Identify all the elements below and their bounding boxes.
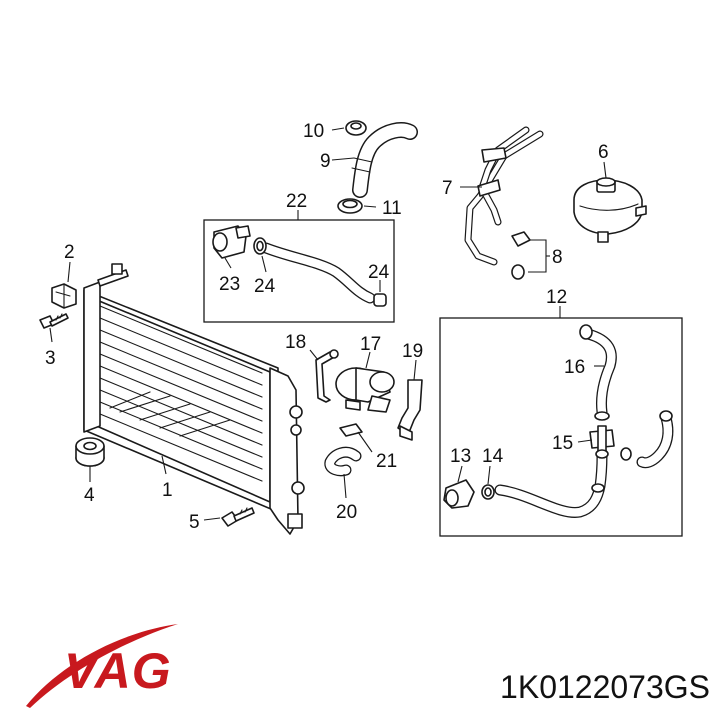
screw-3 [39, 313, 69, 329]
bracket-19 [397, 379, 423, 441]
callout-2: 2 [64, 242, 75, 263]
callout-19: 19 [402, 341, 423, 362]
callout-labels: 1 2 3 4 5 6 7 8 9 10 11 12 13 14 15 16 1… [45, 121, 609, 533]
clamp-10 [345, 120, 367, 136]
clamp-24-lower [373, 293, 387, 307]
callout-21: 21 [376, 451, 397, 472]
callout-18: 18 [285, 332, 306, 353]
clamps-8 [511, 231, 531, 280]
callout-20: 20 [336, 502, 357, 523]
callout-1: 1 [162, 480, 173, 501]
callout-10: 10 [303, 121, 324, 142]
callout-12: 12 [546, 287, 567, 308]
bracket-18 [315, 349, 339, 403]
callout-6: 6 [598, 142, 609, 163]
clamp-14 [481, 484, 495, 500]
box-12 [439, 317, 683, 537]
clamp-21 [339, 423, 363, 437]
part-number: 1K0122073GS [500, 669, 710, 705]
callout-17: 17 [360, 334, 381, 355]
callout-11: 11 [382, 198, 402, 219]
callout-3: 3 [45, 348, 56, 369]
box-22 [203, 219, 395, 323]
expansion-tank-6 [573, 177, 647, 243]
hose-lower-12 [494, 449, 609, 518]
callout-16: 16 [564, 357, 585, 378]
coolant-pump-17 [335, 367, 395, 413]
callout-5: 5 [189, 512, 200, 533]
hose-16 [579, 324, 617, 421]
clamp-11 [337, 198, 363, 214]
callout-13: 13 [450, 446, 471, 467]
screw-5 [221, 507, 255, 527]
connector-15 [589, 425, 632, 461]
callout-22: 22 [286, 191, 307, 212]
rubber-mount-top [51, 283, 77, 309]
hose-22 [260, 242, 376, 304]
radiator [83, 263, 305, 535]
connector-23 [212, 225, 251, 259]
callout-9: 9 [320, 151, 331, 172]
coolant-pipes-7 [464, 126, 544, 266]
logo-text: VAG [64, 643, 172, 699]
vag-logo: VAG [26, 624, 178, 708]
callout-7: 7 [442, 178, 453, 199]
callout-14: 14 [482, 446, 504, 467]
clamp-24-upper [253, 237, 267, 255]
rubber-mount-bottom [75, 437, 105, 467]
hose-9 [351, 122, 418, 198]
callout-24-upper: 24 [254, 276, 276, 297]
callout-24-lower: 24 [368, 262, 390, 283]
callout-23: 23 [219, 274, 240, 295]
hose-20 [324, 446, 362, 477]
leader-lines [49, 127, 607, 521]
callout-4: 4 [84, 485, 95, 506]
callout-15: 15 [552, 433, 573, 454]
connector-13 [443, 479, 475, 509]
hose-right [636, 410, 674, 469]
callout-8: 8 [552, 247, 563, 268]
